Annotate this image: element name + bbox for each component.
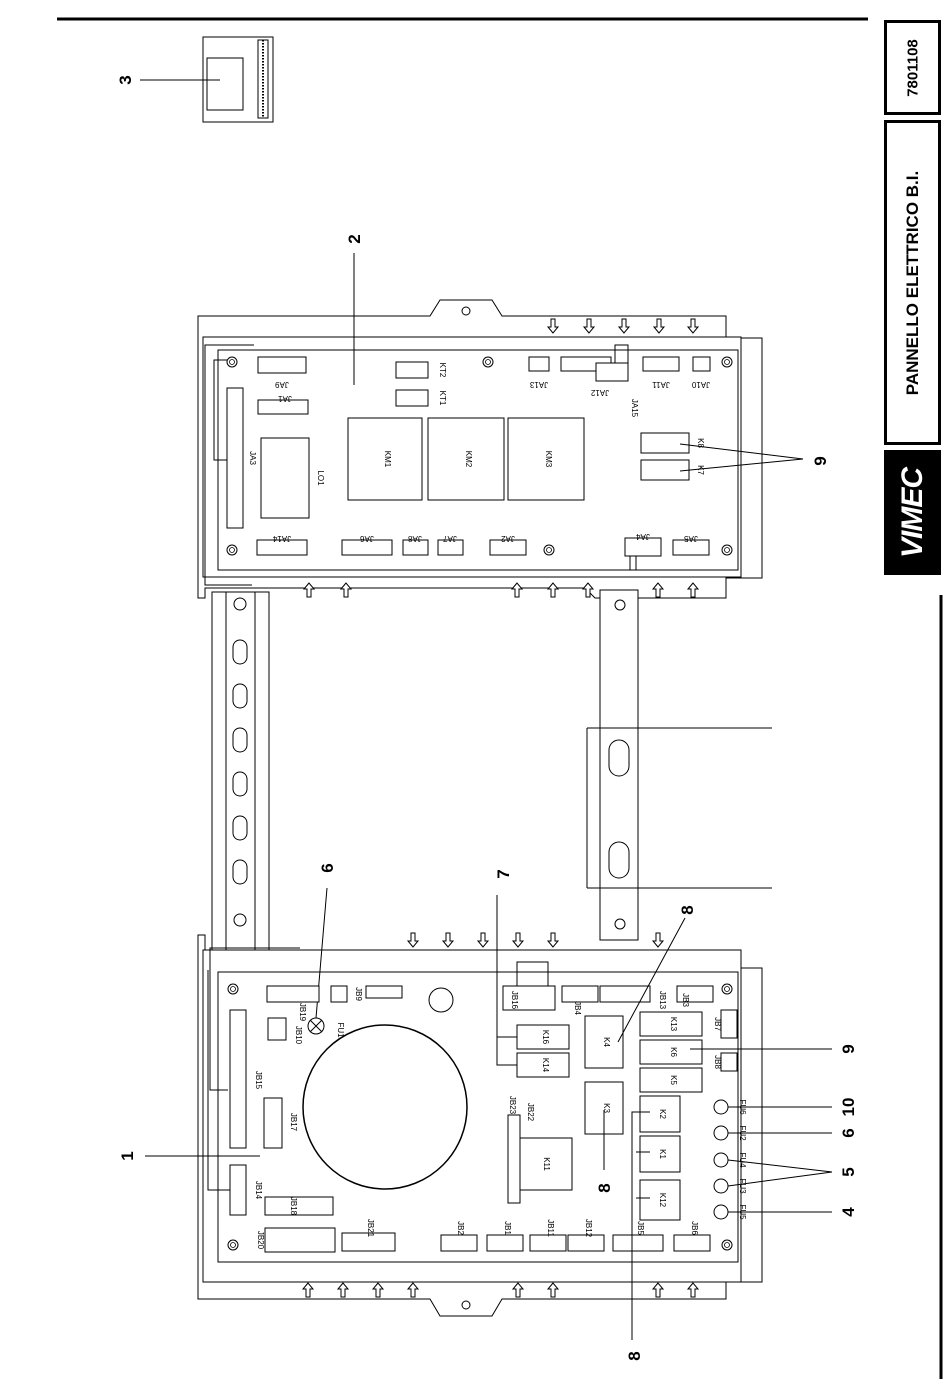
callout-4: 4 [839,1207,858,1217]
label-JA11: JA11 [652,380,670,389]
label-K6: K6 [669,1047,678,1057]
label-K8: K8 [696,438,705,448]
label-K14: K14 [541,1058,550,1073]
label-K2: K2 [658,1109,667,1119]
label-JB17: JB17 [289,1113,298,1132]
logo-box: VIMEC [884,450,941,575]
upper-panel [197,253,804,599]
label-FU4: FU4 [738,1152,747,1168]
callout-7: 7 [494,869,513,878]
label-JA5: JA5 [684,534,698,543]
label-JB9: JB9 [354,987,363,1001]
label-JA9: JA9 [275,380,289,389]
label-K7: K7 [696,465,705,475]
label-KM1: KM1 [383,451,392,468]
label-FU5: FU5 [738,1204,747,1220]
label-JA14: JA14 [272,534,291,543]
label-JB5: JB5 [636,1221,645,1235]
vimec-logo: VIMEC [895,467,929,558]
label-K16: K16 [541,1030,550,1045]
label-JA8: JA8 [408,534,422,543]
label-JA13: JA13 [529,380,548,389]
label-JB19: JB19 [298,1003,307,1022]
label-KT1: KT1 [438,391,447,406]
label-JA10: JA10 [691,380,710,389]
label-JB14: JB14 [254,1181,263,1200]
label-FU1: FU1 [336,1022,345,1038]
callout-8-mid: 8 [595,1183,614,1192]
part-3-small-board [140,36,274,123]
label-KM3: KM3 [544,451,553,468]
callout-3: 3 [116,75,135,84]
label-JB10: JB10 [294,1026,303,1045]
label-K13: K13 [669,1017,678,1032]
label-JB21: JB21 [366,1219,375,1238]
document-title-box: PANNELLO ELETTRICO B.I. [884,120,941,445]
label-JA12: JA12 [590,388,609,397]
upper-component-labels: JA9 JA1 JA3 JA14 JA6 JA8 JA7 JA2 JA4 JA5… [248,363,710,543]
label-FU2: FU2 [738,1125,747,1141]
label-JB22: JB22 [526,1103,535,1122]
lower-component-labels: JB19 JB9 JB10 FU1 JB15 JB17 JB14 JB18 JB… [254,987,747,1250]
callout-9-lower: 9 [839,1044,858,1053]
callout-8-bottom: 8 [625,1351,644,1360]
label-JB3: JB3 [681,993,690,1007]
label-K11: K11 [542,1157,551,1171]
label-JA4: JA4 [636,532,650,541]
label-JB13: JB13 [658,991,667,1010]
label-JB6: JB6 [690,1221,699,1235]
callout-10: 10 [839,1098,858,1117]
label-FU3: FU3 [738,1178,747,1194]
label-JB12: JB12 [584,1219,593,1238]
callout-8-top: 8 [678,905,697,914]
label-JA2: JA2 [501,534,515,543]
label-K5: K5 [669,1075,678,1085]
label-JB11: JB11 [546,1219,555,1237]
label-JB16: JB16 [510,991,519,1010]
lower-panel [145,887,833,1340]
label-JA7: JA7 [443,534,457,543]
label-JB15: JB15 [254,1071,263,1090]
label-K3: K3 [602,1103,611,1113]
label-K4: K4 [602,1037,611,1047]
callout-6-upper: 6 [318,863,337,872]
callout-6-lower: 6 [839,1128,858,1137]
label-JA1: JA1 [278,394,292,403]
callout-1: 1 [118,1151,137,1160]
label-K12: K12 [658,1193,667,1208]
callout-2: 2 [345,234,364,243]
callout-numbers: 3 2 9 6 7 8 9 10 6 5 4 1 8 8 [116,75,858,1360]
label-JB8: JB8 [713,1055,722,1069]
label-JA15: JA15 [630,399,639,418]
label-JB7: JB7 [713,1017,722,1031]
label-JB1: JB1 [503,1221,512,1235]
label-K1: K1 [658,1149,667,1159]
label-JB18: JB18 [289,1197,298,1216]
document-title: PANNELLO ELETTRICO B.I. [902,170,922,395]
callout-9-upper: 9 [811,456,830,465]
label-JA6: JA6 [360,534,374,543]
label-JA3: JA3 [248,451,257,465]
label-KM2: KM2 [464,451,473,468]
label-KT2: KT2 [438,363,447,378]
label-LO1: LO1 [316,470,325,486]
document-code-box: 7801108 [884,20,941,115]
transformer [302,1024,468,1190]
label-JB2: JB2 [456,1221,465,1235]
label-JB23: JB23 [508,1096,517,1115]
label-FU6: FU6 [738,1099,747,1115]
callout-5: 5 [839,1167,858,1176]
label-JB4: JB4 [573,1001,582,1015]
label-JB20: JB20 [256,1231,265,1250]
document-code: 7801108 [904,38,921,97]
din-rail-and-bracket [211,589,772,953]
